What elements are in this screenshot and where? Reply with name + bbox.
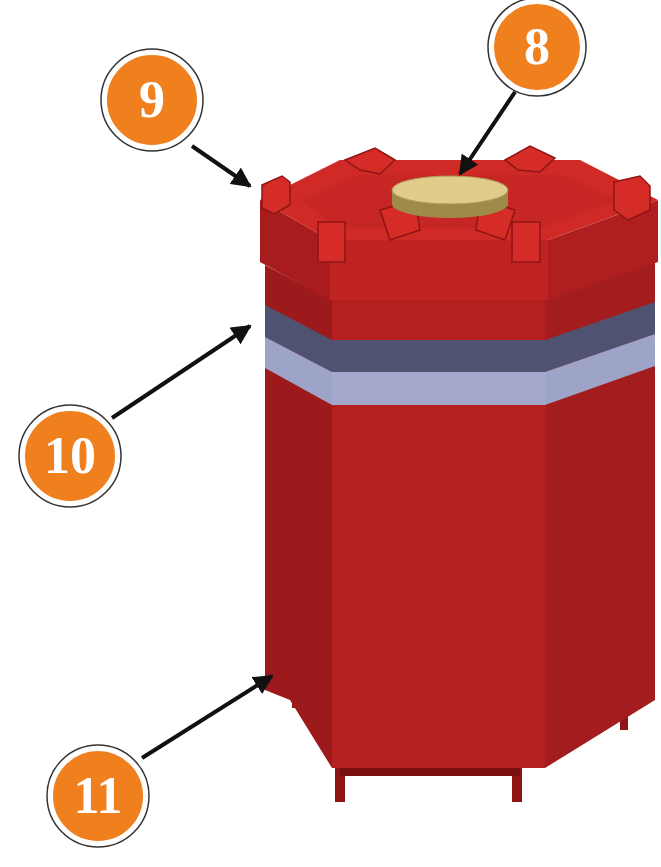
callout-number: 10 [15,424,125,488]
leader-arrows [112,92,515,758]
canister-body [265,262,655,776]
callout-number: 9 [97,68,207,132]
lid-brackets [262,146,650,262]
canister-lid [260,160,658,300]
callout-number: 11 [43,764,153,828]
callout-circles [19,0,586,847]
callout-number: 8 [482,15,592,79]
center-disc [392,176,508,218]
band-stripe [265,302,655,405]
